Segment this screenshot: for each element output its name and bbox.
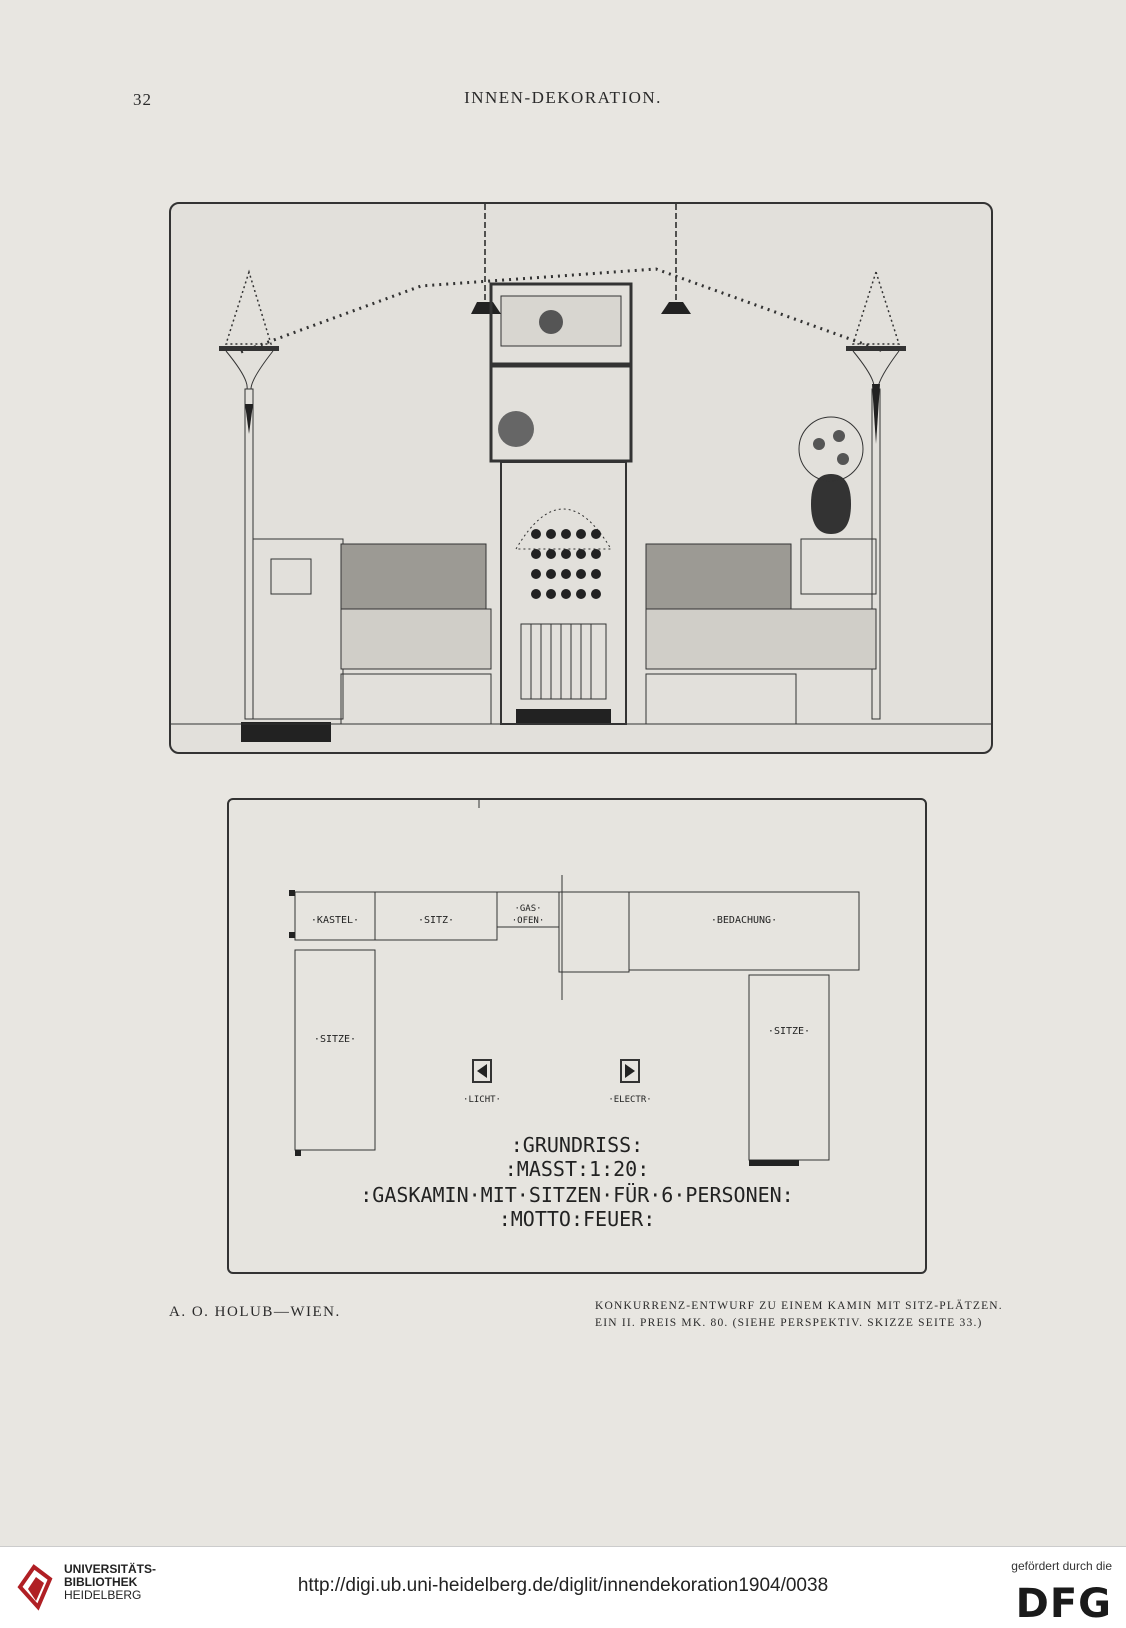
floor-plan-drawing: ·KASTEL· ·SITZ· ·GAS· ·OFEN· ·BEDACHUNG·… xyxy=(289,800,860,1231)
plan-label-electr: ·ELECTR· xyxy=(608,1095,651,1105)
library-name: UNIVERSITÄTS- BIBLIOTHEK HEIDELBERG xyxy=(64,1563,156,1602)
fireplace-elevation-illustration xyxy=(171,204,991,742)
plan-title-motto: :MOTTO:FEUER: xyxy=(499,1207,656,1231)
floor-plan: ·KASTEL· ·SITZ· ·GAS· ·OFEN· ·BEDACHUNG·… xyxy=(227,798,927,1274)
plan-label-ofen: ·OFEN· xyxy=(512,916,545,926)
elevation-drawing xyxy=(169,202,993,754)
plan-title-masst: :MASST:1:20: xyxy=(505,1157,650,1181)
library-name-line-3: HEIDELBERG xyxy=(64,1588,142,1602)
sponsor-text: gefördert durch die xyxy=(1011,1559,1112,1573)
plan-label-licht: ·LICHT· xyxy=(463,1095,501,1105)
plan-title-grundriss: :GRUNDRISS: xyxy=(511,1133,643,1157)
plan-label-sitz: ·SITZ· xyxy=(418,915,454,926)
caption-description-line-1: Konkurrenz-Entwurf zu einem Kamin mit Si… xyxy=(595,1300,1003,1312)
plan-label-sitze-left: ·SITZE· xyxy=(314,1034,356,1045)
dfg-logo: DFG xyxy=(1015,1581,1112,1627)
caption-description: Konkurrenz-Entwurf zu einem Kamin mit Si… xyxy=(595,1298,1015,1332)
plan-label-bedachung: ·BEDACHUNG· xyxy=(711,915,777,926)
university-library-logo-icon xyxy=(17,1564,53,1611)
footer-bar: UNIVERSITÄTS- BIBLIOTHEK HEIDELBERG http… xyxy=(0,1546,1126,1628)
permalink-url[interactable]: http://digi.ub.uni-heidelberg.de/diglit/… xyxy=(297,1575,829,1596)
page-number: 32 xyxy=(133,90,152,109)
caption-author: A. O. HOLUB—WIEN. xyxy=(169,1304,341,1320)
plan-title-main: :GASKAMIN·MIT·SITZEN·FÜR·6·PERSONEN: xyxy=(360,1183,793,1207)
library-name-line-2: BIBLIOTHEK xyxy=(64,1575,138,1589)
plan-label-sitze-right: ·SITZE· xyxy=(768,1026,810,1037)
caption-description-line-2: Ein II. Preis Mk. 80. (Siehe Perspektiv.… xyxy=(595,1317,983,1329)
plan-label-kastel: ·KASTEL· xyxy=(311,915,359,926)
plan-label-gas: ·GAS· xyxy=(514,904,541,914)
library-name-line-1: UNIVERSITÄTS- xyxy=(64,1562,157,1576)
running-head: INNEN-DEKORATION. xyxy=(464,88,662,107)
